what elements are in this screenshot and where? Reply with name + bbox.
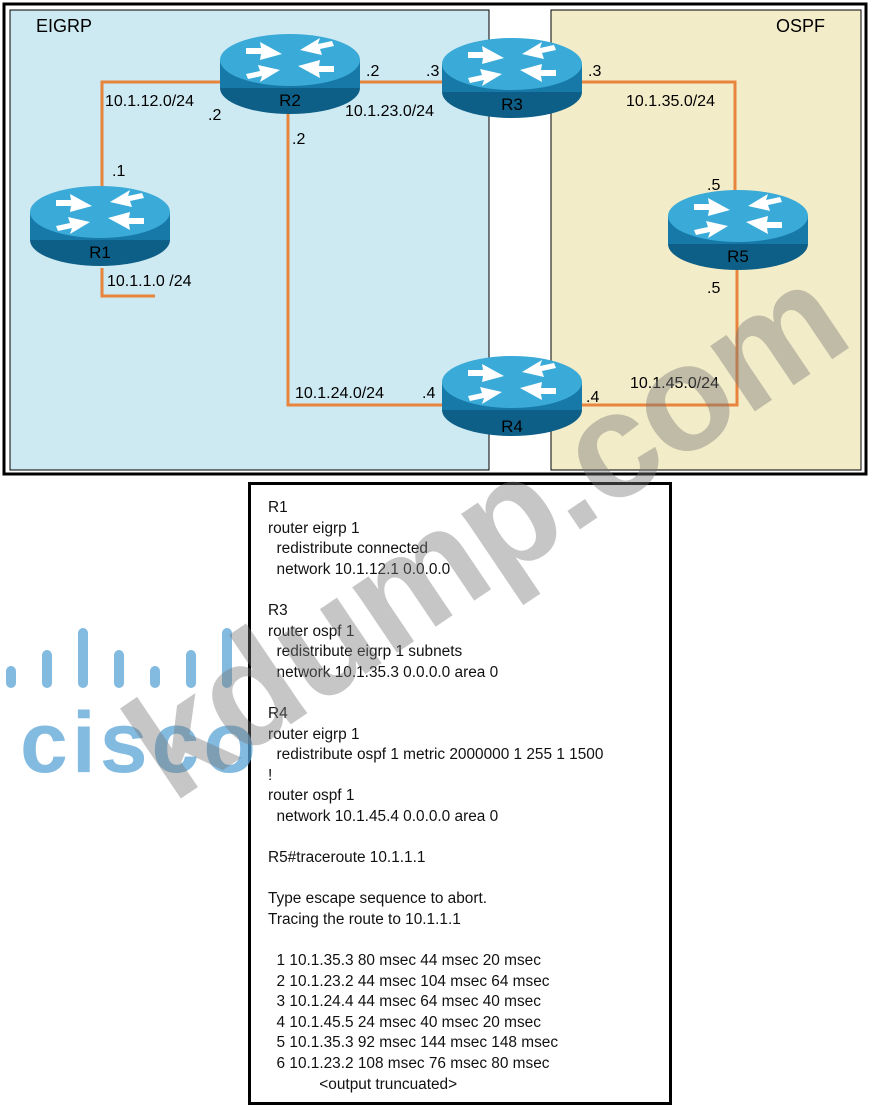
- subnet-label-r1-lan: 10.1.1.0 /24: [107, 273, 192, 290]
- eigrp-area-label: EIGRP: [36, 16, 92, 36]
- link-r3-r5: [580, 80, 737, 200]
- interface-label: .2: [366, 63, 379, 80]
- router-label: R1: [89, 243, 111, 262]
- interface-label: .2: [208, 107, 221, 124]
- interface-label: .2: [292, 131, 305, 148]
- subnet-label-r4-r5: 10.1.45.0/24: [630, 375, 719, 392]
- router-r3: R3: [442, 38, 582, 118]
- svg-text:cisco: cisco: [20, 695, 260, 790]
- interface-label: .4: [422, 385, 435, 402]
- subnet-label-r1-r2: 10.1.12.0/24: [105, 93, 194, 110]
- router-label: R2: [279, 91, 301, 110]
- link-r1-lan: [100, 268, 155, 298]
- subnet-label-r2-r3: 10.1.23.0/24: [345, 103, 434, 120]
- link-r1-r2: [100, 80, 222, 188]
- link-r2-r4: [286, 110, 445, 407]
- links: [100, 80, 739, 407]
- router-r5: R5: [668, 190, 808, 270]
- interface-label: .5: [707, 177, 720, 194]
- link-r4-r5: [580, 270, 739, 407]
- interface-label: .3: [588, 63, 601, 80]
- config-output-panel: R1 router eigrp 1 redistribute connected…: [248, 482, 672, 1105]
- topology-diagram: R1 R2 R3 R4 R5 EIGRP OSPF 10.1.12.0/24 .…: [2, 2, 868, 476]
- interface-label: .4: [586, 389, 599, 406]
- interface-label: .5: [707, 280, 720, 297]
- cisco-logo: cisco: [6, 628, 260, 790]
- router-label: R3: [501, 95, 523, 114]
- interface-label: .3: [426, 63, 439, 80]
- router-r1: R1: [30, 186, 170, 266]
- ospf-area-label: OSPF: [776, 16, 825, 36]
- config-text: R1 router eigrp 1 redistribute connected…: [268, 499, 604, 1093]
- router-label: R4: [501, 417, 523, 436]
- router-r2: R2: [220, 34, 360, 114]
- subnet-label-r3-r5: 10.1.35.0/24: [626, 93, 715, 110]
- interface-label: .1: [112, 163, 125, 180]
- router-label: R5: [727, 247, 749, 266]
- router-r4: R4: [442, 356, 582, 436]
- subnet-label-r2-r4: 10.1.24.0/24: [295, 385, 384, 402]
